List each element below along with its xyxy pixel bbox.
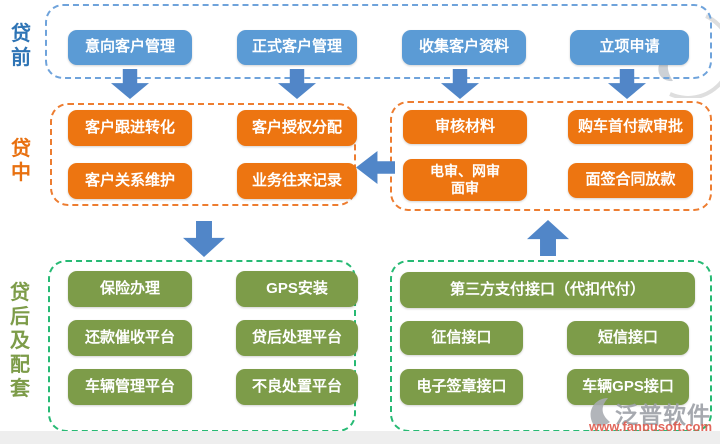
in-loan-right-group xyxy=(390,101,712,211)
node-customer-followup-conversion: 客户跟进转化 xyxy=(68,110,192,146)
arrow-down-icon xyxy=(183,221,225,257)
node-collect-customer-info: 收集客户资料 xyxy=(402,30,526,65)
node-credit-check-interface: 征信接口 xyxy=(400,321,523,355)
watermark-logo-icon xyxy=(590,398,610,426)
node-vehicle-gps-interface: 车辆GPS接口 xyxy=(567,369,689,405)
node-vehicle-management-platform: 车辆管理平台 xyxy=(68,369,192,405)
arrow-up-icon xyxy=(527,220,569,256)
node-review-materials: 审核材料 xyxy=(403,110,527,144)
node-bad-asset-disposal-platform: 不良处置平台 xyxy=(236,369,358,405)
pre-loan-group xyxy=(45,4,712,79)
node-third-party-payment-interface: 第三方支付接口（代扣代付） xyxy=(400,272,695,308)
node-sms-interface: 短信接口 xyxy=(567,321,689,355)
row-label-pre-loan: 贷前 xyxy=(11,23,31,69)
node-project-application: 立项申请 xyxy=(570,30,689,65)
node-customer-relationship-maintenance: 客户关系维护 xyxy=(68,163,192,199)
node-car-downpayment-approval: 购车首付款审批 xyxy=(568,110,693,144)
node-sign-contract-disbursement: 面签合同放款 xyxy=(568,163,693,198)
node-post-loan-processing-platform: 贷后处理平台 xyxy=(236,320,358,356)
watermark-url: www.fanpusoft.com xyxy=(589,419,713,434)
node-repayment-collection-platform: 还款催收平台 xyxy=(68,320,192,356)
page-bottom-strip xyxy=(0,431,720,444)
node-intent-customer-management: 意向客户管理 xyxy=(68,30,192,65)
in-loan-left-group xyxy=(50,103,356,206)
node-business-transaction-records: 业务往来记录 xyxy=(237,163,357,199)
node-gps-installation: GPS安装 xyxy=(236,271,358,307)
watermark-brand: 泛普软件 xyxy=(615,402,711,428)
node-customer-authorization-allocation: 客户授权分配 xyxy=(237,110,357,146)
node-insurance-handling: 保险办理 xyxy=(68,271,192,307)
node-formal-customer-management: 正式客户管理 xyxy=(237,30,357,65)
row-label-in-loan: 贷中 xyxy=(11,138,31,184)
row-label-post-loan: 贷后及配套 xyxy=(10,282,30,400)
node-e-signature-interface: 电子签章接口 xyxy=(400,369,523,405)
node-phone-online-interview-review: 电审、网审 面审 xyxy=(403,159,527,201)
